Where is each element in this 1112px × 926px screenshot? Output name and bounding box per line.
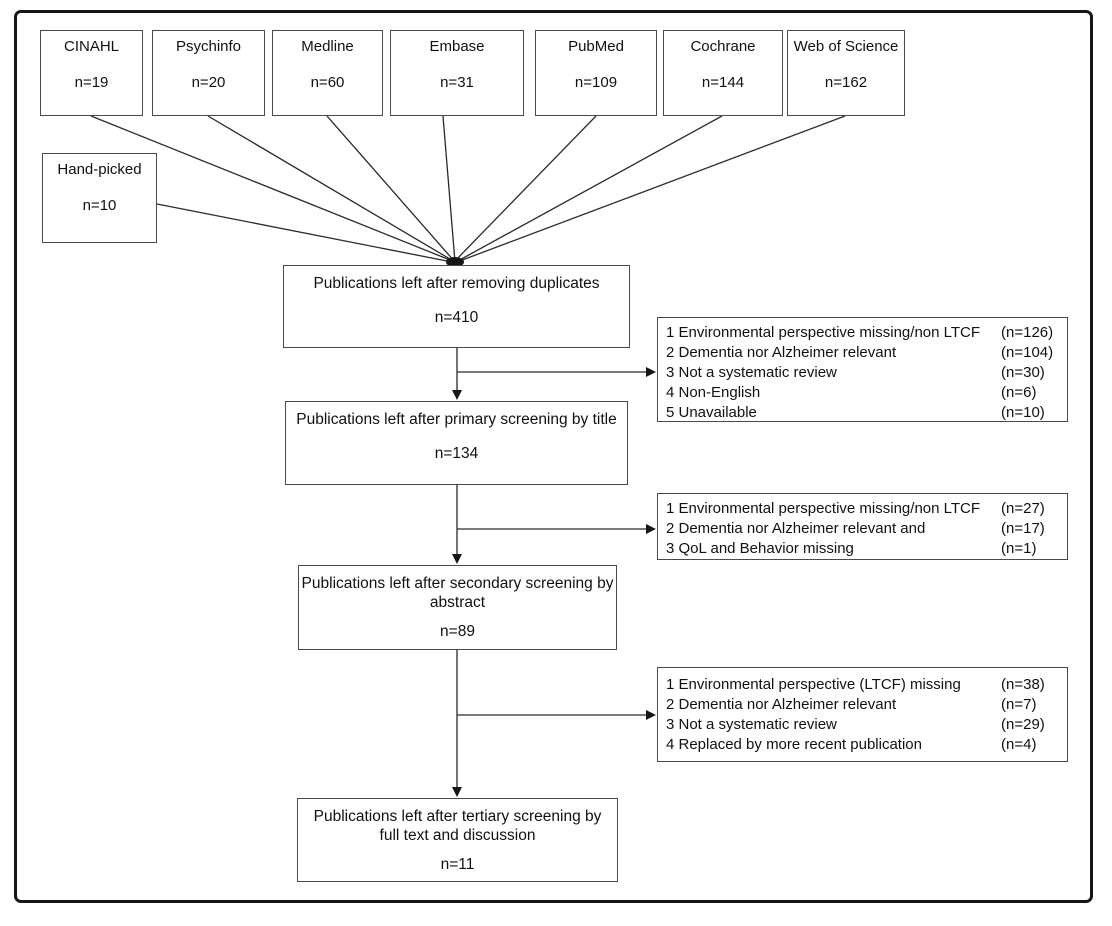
exclusion-item: 2 Dementia nor Alzheimer relevant (n=7) <box>666 696 1037 713</box>
exclusion-item: 5 Unavailable (n=10) <box>666 404 1045 421</box>
source-label: Hand-picked <box>57 161 142 178</box>
source-count: n=109 <box>574 74 618 91</box>
exclusion-item: 3 Not a systematic review (n=30) <box>666 364 1045 381</box>
stage-title: Publications left after secondary screen… <box>301 575 614 611</box>
source-count: n=60 <box>310 74 345 91</box>
source-label: Web of Science <box>793 38 899 55</box>
stage-count: n=410 <box>434 309 479 326</box>
source-label: Medline <box>301 38 354 55</box>
exclusion-box-fulltext-screening: 1 Environmental perspective (LTCF) missi… <box>657 667 1068 762</box>
exclusion-item: 3 QoL and Behavior missing (n=1) <box>666 540 1037 557</box>
stage-box-secondary-screening: Publications left after secondary screen… <box>298 565 617 650</box>
source-count: n=19 <box>74 74 109 91</box>
exclusion-item: 2 Dementia nor Alzheimer relevant and (n… <box>666 520 1045 537</box>
source-box-pubmed: PubMed n=109 <box>535 30 657 116</box>
exclusion-item: 4 Non-English (n=6) <box>666 384 1037 401</box>
source-box-hand-picked: Hand-picked n=10 <box>42 153 157 243</box>
exclusion-item: 1 Environmental perspective missing/non … <box>666 500 1045 517</box>
source-box-cinahl: CINAHL n=19 <box>40 30 143 116</box>
stage-title: Publications left after tertiary screeni… <box>313 808 602 844</box>
source-label: PubMed <box>568 38 624 55</box>
source-count: n=10 <box>82 197 117 214</box>
exclusion-item: 1 Environmental perspective missing/non … <box>666 324 1054 341</box>
source-box-web-of-science: Web of Science n=162 <box>787 30 905 116</box>
source-count: n=144 <box>701 74 745 91</box>
source-box-embase: Embase n=31 <box>390 30 524 116</box>
stage-box-tertiary-screening: Publications left after tertiary screeni… <box>297 798 618 882</box>
stage-box-primary-screening: Publications left after primary screenin… <box>285 401 628 485</box>
exclusion-item: 3 Not a systematic review (n=29) <box>666 716 1045 733</box>
source-count: n=20 <box>191 74 226 91</box>
source-label: CINAHL <box>63 38 119 55</box>
exclusion-box-title-screening: 1 Environmental perspective missing/non … <box>657 317 1068 422</box>
source-box-psychinfo: Psychinfo n=20 <box>152 30 265 116</box>
stage-count: n=134 <box>434 445 479 462</box>
source-box-cochrane: Cochrane n=144 <box>663 30 783 116</box>
stage-count: n=89 <box>440 623 475 640</box>
exclusion-item: 1 Environmental perspective (LTCF) missi… <box>666 676 1045 693</box>
exclusion-item: 2 Dementia nor Alzheimer relevant (n=104… <box>666 344 1054 361</box>
stage-box-duplicates-removed: Publications left after removing duplica… <box>283 265 630 348</box>
stage-count: n=11 <box>440 856 475 873</box>
source-count: n=31 <box>440 74 474 91</box>
source-label: Cochrane <box>690 38 756 55</box>
source-box-medline: Medline n=60 <box>272 30 383 116</box>
stage-title: Publications left after primary screenin… <box>296 411 617 428</box>
exclusion-item: 4 Replaced by more recent publication (n… <box>666 736 1037 753</box>
source-label: Embase <box>429 38 485 55</box>
stage-title: Publications left after removing duplica… <box>313 275 600 292</box>
source-label: Psychinfo <box>175 38 242 55</box>
exclusion-box-abstract-screening: 1 Environmental perspective missing/non … <box>657 493 1068 560</box>
source-count: n=162 <box>824 74 868 91</box>
